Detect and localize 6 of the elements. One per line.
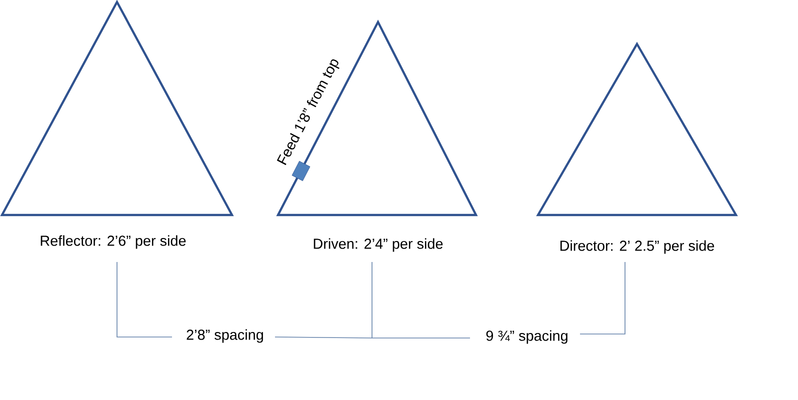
node-label: Reflector: 2’6” per side: [40, 235, 186, 249]
dimension-label: 9 ¾” spacing: [486, 330, 568, 344]
feed-label: Feed 1’8” from top: [276, 59, 340, 166]
dimension-label: 2’8” spacing: [186, 329, 263, 343]
node-label: Driven: 2’4” per side: [314, 238, 443, 252]
node-label: Director: 2’ 2.5” per side: [560, 240, 714, 254]
